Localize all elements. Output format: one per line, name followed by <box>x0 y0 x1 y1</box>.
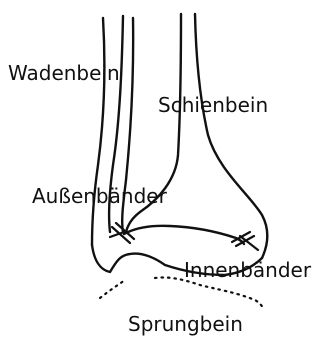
talus-label: Sprungbein <box>128 312 243 336</box>
medial-ligaments-label: Innenbänder <box>184 258 312 282</box>
fibula-label: Wadenbein <box>8 61 120 85</box>
tibia-label: Schienbein <box>158 93 268 117</box>
medial-ligament-marks <box>232 232 258 250</box>
lateral-ligaments-label: Außenbänder <box>32 184 168 208</box>
fibula-bone <box>92 16 133 245</box>
tibia-bone <box>126 14 267 258</box>
dotted-talus-outline <box>100 277 263 308</box>
